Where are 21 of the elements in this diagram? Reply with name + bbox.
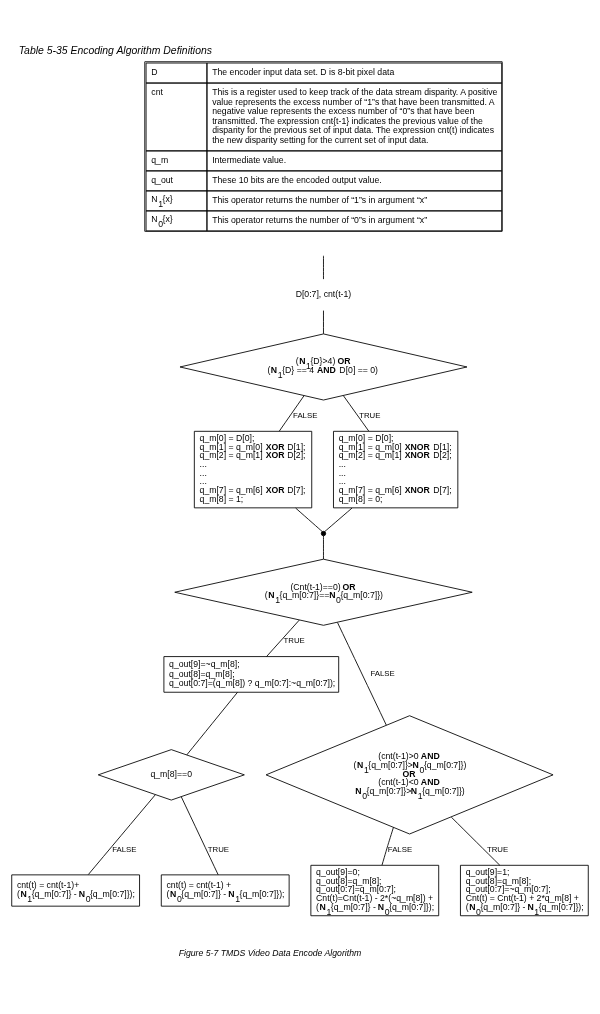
label: q_m <box>151 155 169 166</box>
label: Intermediate value. <box>212 155 287 166</box>
edge-label: TRUE <box>283 635 305 645</box>
label: This operator returns the number of “1”s in argument “x” <box>212 195 428 206</box>
label: These 10 bits are the encoded output value. <box>212 175 382 186</box>
edge-label: TRUE <box>207 844 230 854</box>
label: This operator returns the number of “0”s in argument “x” <box>212 215 428 226</box>
edge-label: FALSE <box>293 410 318 420</box>
label: D <box>151 67 158 78</box>
edge-label: TRUE <box>486 844 509 854</box>
edge-label: FALSE <box>112 844 137 854</box>
label: The encoder input data set. D is 8-bit pixel data <box>212 67 395 78</box>
diagram-title: Table 5-35 Encoding Algorithm Definitions <box>18 45 212 57</box>
label: This is a register used to keep track of the data stream disparity. A positive value represents the excess number of “1”s that have been transmitted. A negative value represents the excess number of “0”s that have been transmitted. The expression cnt{t-1} indicates the previous value of the disparity for the previous set of input data. The expression cnt(t) indicates the new disparity setting for the current set of input data. <box>212 87 498 146</box>
label: cnt <box>151 87 163 98</box>
caption: Figure 5-7 TMDS Video Data Encode Algorithm <box>178 948 362 959</box>
edge-label: TRUE <box>359 410 381 420</box>
node-text: D[0:7], cnt(t-1) <box>295 288 352 299</box>
edge-label: FALSE <box>387 844 413 854</box>
edge-label: FALSE <box>370 669 395 679</box>
label: q_out <box>151 175 174 186</box>
